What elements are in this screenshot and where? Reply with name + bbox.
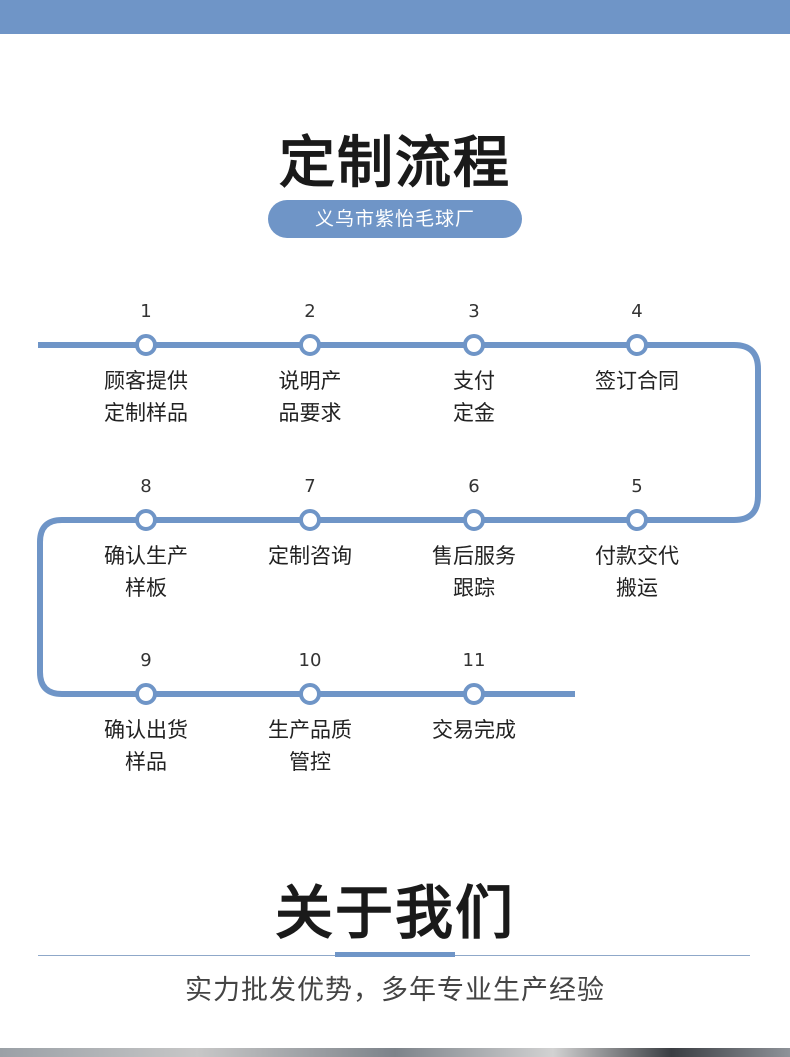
step-number-4: 4 xyxy=(631,301,643,322)
process-title: 定制流程 xyxy=(279,131,511,196)
step-node-8 xyxy=(135,509,157,531)
top-banner-bar xyxy=(0,0,790,34)
step-label-10: 生产品质管控 xyxy=(268,718,352,774)
step-label-2: 说明产品要求 xyxy=(278,369,342,425)
step-node-3 xyxy=(463,334,485,356)
step-number-7: 7 xyxy=(304,476,316,497)
step-node-2 xyxy=(299,334,321,356)
step-number-11: 11 xyxy=(462,650,486,671)
about-divider-accent xyxy=(335,952,455,957)
about-subtitle: 实力批发优势，多年专业生产经验 xyxy=(185,975,605,1006)
step-node-11 xyxy=(463,683,485,705)
step-number-6: 6 xyxy=(468,476,480,497)
step-label-11: 交易完成 xyxy=(432,718,516,742)
step-number-9: 9 xyxy=(140,650,152,671)
step-label-6: 售后服务跟踪 xyxy=(432,544,516,600)
step-label-7: 定制咨询 xyxy=(268,544,352,568)
step-number-3: 3 xyxy=(468,301,480,322)
step-number-8: 8 xyxy=(140,476,152,497)
flow-connector-line xyxy=(37,342,761,697)
step-number-1: 1 xyxy=(140,301,152,322)
step-node-10 xyxy=(299,683,321,705)
step-label-9: 确认出货样品 xyxy=(104,718,188,774)
step-label-3: 支付定金 xyxy=(453,369,495,425)
step-node-5 xyxy=(626,509,648,531)
step-number-2: 2 xyxy=(304,301,316,322)
step-node-1 xyxy=(135,334,157,356)
product-photo-strip xyxy=(0,1048,790,1057)
step-number-5: 5 xyxy=(631,476,643,497)
step-label-5: 付款交代搬运 xyxy=(595,544,679,600)
step-label-1: 顾客提供定制样品 xyxy=(104,369,188,425)
step-node-7 xyxy=(299,509,321,531)
step-node-9 xyxy=(135,683,157,705)
step-label-4: 签订合同 xyxy=(595,369,679,393)
step-number-10: 10 xyxy=(298,650,322,671)
about-title: 关于我们 xyxy=(274,879,515,947)
step-node-6 xyxy=(463,509,485,531)
step-node-4 xyxy=(626,334,648,356)
step-label-8: 确认生产样板 xyxy=(104,544,188,600)
company-name-badge: 义乌市紫怡毛球厂 xyxy=(268,200,522,238)
